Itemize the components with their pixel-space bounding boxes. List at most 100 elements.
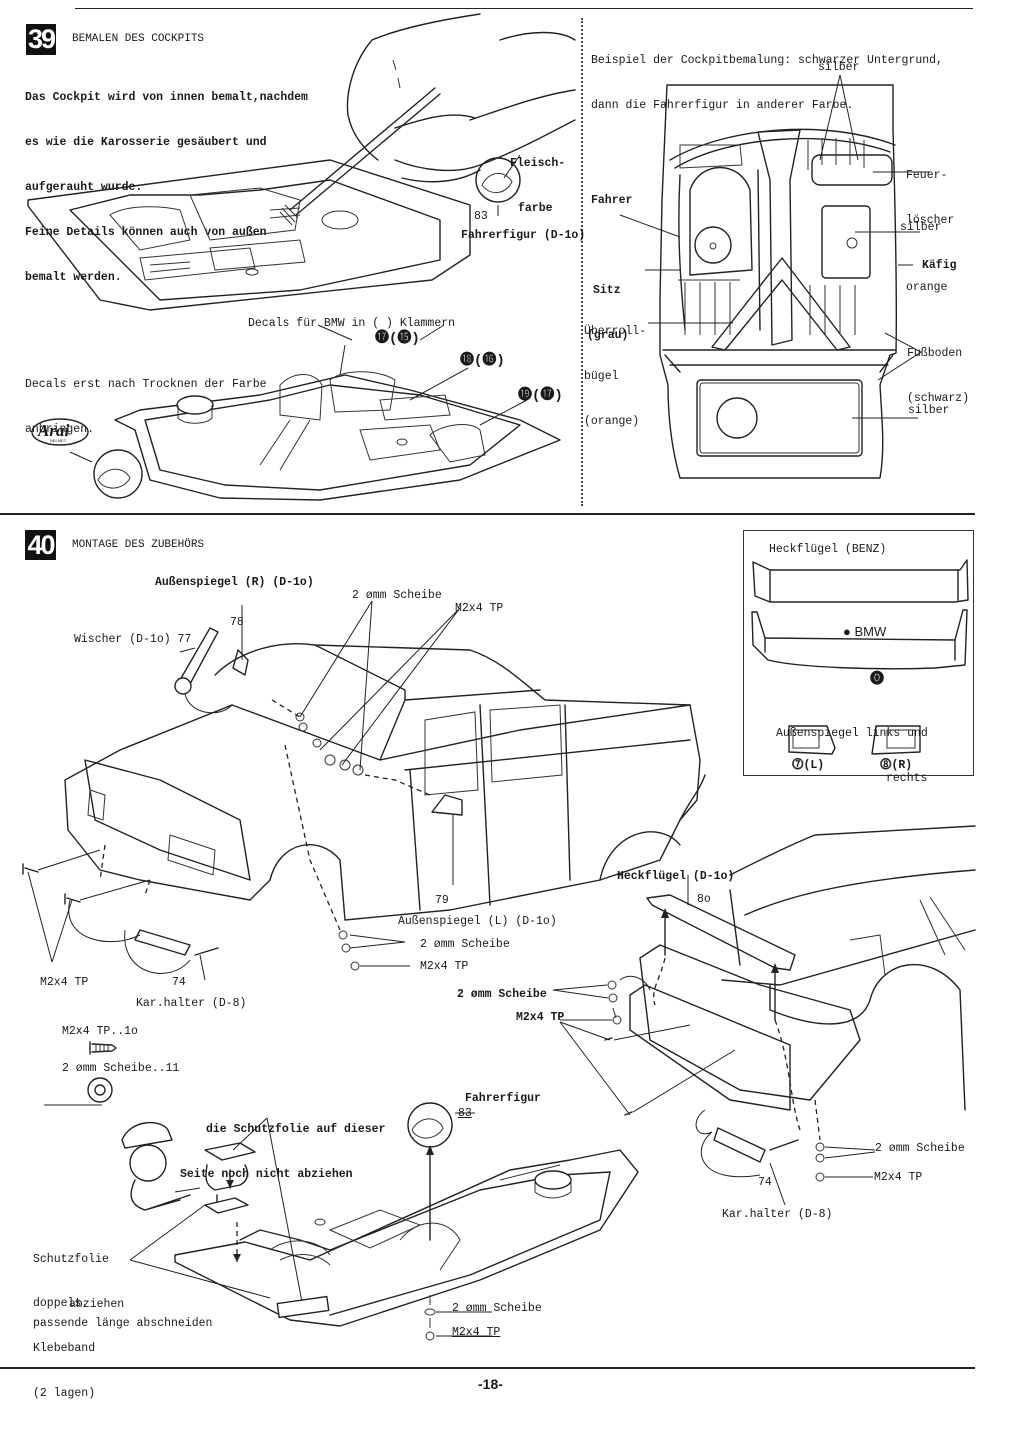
car-door <box>409 704 571 911</box>
mirror-right <box>232 649 249 676</box>
label-silber-bottom: silber <box>908 404 950 417</box>
silver-panel <box>821 205 871 279</box>
rear-car-body <box>721 825 976 1111</box>
front-screw <box>22 863 39 875</box>
label-fahrer: Fahrer <box>591 194 633 207</box>
label-klebeband: doppels. Klebeband (2 lagen) <box>33 1297 96 1400</box>
decal-callout-19-17: ⓳(⓱) <box>518 388 563 404</box>
label-silber-top: silber <box>818 61 860 74</box>
inset-mirror-left-label: ⓻(L) <box>792 759 825 772</box>
label-m2x4-rear: M2x4 TP <box>516 1011 565 1024</box>
inset-mirror-title: Außenspiegel links und rechts <box>776 727 928 785</box>
inset-title: Heckflügel (BENZ) <box>769 543 887 556</box>
mirror-right-part <box>871 725 921 755</box>
label-part-74-right: 74 <box>758 1176 772 1189</box>
label-aussenspiegel-l: Außenspiegel (L) (D-1o) <box>398 915 557 928</box>
step-39-badge: 39 <box>26 24 56 55</box>
painted-cockpit-tray <box>114 374 561 501</box>
label-m2x4-mid: M2x4 TP <box>420 960 469 973</box>
label-part-74-left: 74 <box>172 976 186 989</box>
driver-seat <box>678 166 761 331</box>
fleischfarbe-label: Fleisch- farbe <box>510 157 566 215</box>
label-scheibe-right: 2 ømm Scheibe <box>875 1142 965 1155</box>
car-side <box>269 704 706 921</box>
label-karhalter-right: Kar.halter (D-8) <box>722 1208 833 1221</box>
mount-driver-helmet <box>407 1102 453 1148</box>
label-scheibe-top: 2 ømm Scheibe <box>352 589 442 602</box>
label-ueberrollbuegel: Überroll- bügel (orange) <box>584 325 647 428</box>
label-part-79: 79 <box>435 894 449 907</box>
label-orange: orange <box>906 281 948 294</box>
label-aussenspiegel-r: Außenspiegel (R) (D-1o) <box>155 576 314 589</box>
inset-decal-mark: ⓿ <box>870 672 884 688</box>
car-grille <box>84 759 251 881</box>
mirror-left-part <box>788 725 836 755</box>
step39-column-divider <box>581 18 583 506</box>
decal-callout-18-16: ⓲(⓰) <box>460 353 505 369</box>
label-scheibe-mid: 2 ømm Scheibe <box>420 938 510 951</box>
car-roof <box>214 643 701 821</box>
label-part-80: 8o <box>697 893 711 906</box>
decal-callout-17-15: ⓱(⓯) <box>375 331 420 347</box>
decals-bmw-label: Decals für BMW in ( ) Klammern <box>248 317 456 330</box>
label-wischer: Wischer (D-1o) 77 <box>74 633 192 646</box>
schutzfolie-note: die Schutzfolie auf dieser Seite noch ni… <box>180 1123 386 1181</box>
label-fahrerfigur-mount: Fahrerfigur <box>465 1092 541 1105</box>
section-divider <box>0 513 975 515</box>
bottom-rule <box>0 1367 975 1369</box>
cockpit-tray <box>27 159 471 311</box>
inset-mirror-right-label: ⓼(R) <box>880 759 913 772</box>
fahrerfigur-label: Fahrerfigur (D-1o) <box>461 229 586 242</box>
label-feuerloescher: Feuer- löscher <box>906 169 955 227</box>
variant-parts-inset <box>743 530 974 776</box>
arai-logo-oval <box>31 418 89 446</box>
arai-logo: Arai <box>38 421 70 440</box>
benz-wing <box>752 559 969 603</box>
cockpit-outline <box>659 84 897 479</box>
brush <box>289 87 441 216</box>
decals-note: Decals erst nach Trocknen der Farbe anbr… <box>25 378 267 436</box>
label-karhalter-left: Kar.halter (D-8) <box>136 997 247 1010</box>
top-rule <box>75 8 973 9</box>
part-83-label: 83 <box>474 210 488 223</box>
hand-outline <box>346 13 576 183</box>
label-m2x4-left: M2x4 TP <box>40 976 89 989</box>
body-holder-right <box>713 1127 766 1163</box>
label-passende-laenge: passende länge abschneiden <box>33 1317 213 1330</box>
rear-wing <box>646 894 796 971</box>
tape-strip <box>276 1295 330 1319</box>
label-m2x4-right: M2x4 TP <box>874 1171 923 1184</box>
fire-extinguisher <box>811 154 893 186</box>
intro-line: es wie die Karosserie gesäubert und <box>25 136 267 149</box>
arai-helmet <box>93 449 143 499</box>
legend-screw-label: M2x4 TP..1o <box>62 1025 138 1038</box>
inset-bmw-label: ● BMW <box>843 624 887 639</box>
page-number: -18- <box>478 1376 503 1392</box>
tape-top <box>204 1142 256 1161</box>
label-heckfluegel: Heckflügel (D-1o) <box>617 870 735 883</box>
label-part-78: 78 <box>230 616 244 629</box>
roll-bar <box>711 257 851 351</box>
label-part-83-mount: 83 <box>458 1107 472 1120</box>
mascot-head <box>129 1144 167 1182</box>
step-40-title: MONTAGE DES ZUBEHÖRS <box>72 539 205 551</box>
driver-helmet <box>475 157 521 203</box>
label-silber-mid: silber <box>900 221 942 234</box>
label-fussboden: Fußboden (schwarz) <box>907 347 970 405</box>
label-m2x4-mount: M2x4 TP <box>452 1326 501 1339</box>
step-39-title: BEMALEN DES COCKPITS <box>72 33 205 45</box>
intro-line: Das Cockpit wird von innen bemalt,nachde… <box>25 91 308 104</box>
mount-cockpit-tray <box>174 1149 639 1327</box>
driver-figure <box>694 226 732 264</box>
label-m2x4-top: M2x4 TP <box>455 602 504 615</box>
car-hood <box>64 704 271 901</box>
legend-washer-label: 2 ømm Scheibe..11 <box>62 1062 180 1075</box>
mirror-left <box>431 794 463 816</box>
tape-bottom <box>204 1197 249 1214</box>
